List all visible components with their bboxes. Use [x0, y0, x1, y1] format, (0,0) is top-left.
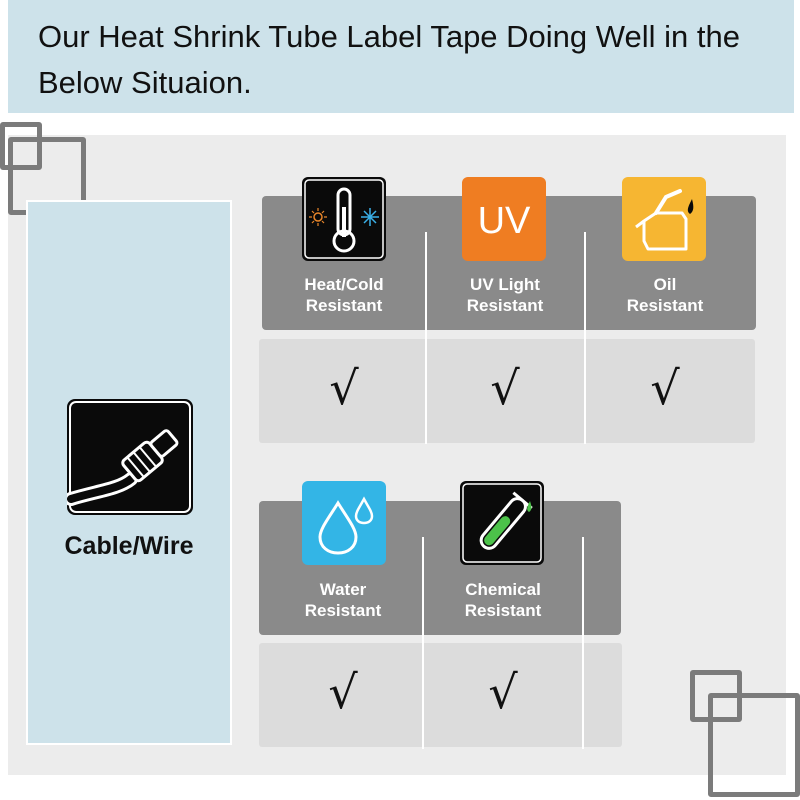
feature-label: UV Light Resistant [466, 275, 544, 315]
feature-label: Chemical Resistant [464, 580, 542, 620]
oil-can-icon [622, 177, 706, 261]
check-bar-row1 [259, 339, 755, 443]
feature-label: Oil Resistant [626, 275, 704, 315]
cable-wire-icon [67, 399, 193, 515]
check-bar-row2 [259, 643, 622, 747]
check-mark: √ [488, 665, 518, 719]
column-divider [422, 537, 424, 749]
feature-label: Water Resistant [304, 580, 382, 620]
check-mark: √ [490, 361, 520, 415]
water-drops-icon [302, 481, 386, 565]
feature-label: Heat/Cold Resistant [304, 275, 384, 315]
check-mark: √ [650, 361, 680, 415]
decorative-square [708, 693, 800, 797]
page-title: Our Heat Shrink Tube Label Tape Doing We… [38, 19, 740, 100]
uv-icon: UV [462, 177, 546, 261]
test-tube-icon [460, 481, 544, 565]
thermometer-sun-snowflake-icon [302, 177, 386, 261]
svg-text:UV: UV [478, 200, 531, 242]
column-divider [425, 232, 427, 444]
decorative-square [0, 122, 42, 170]
application-column: Cable/Wire [26, 200, 232, 745]
application-label: Cable/Wire [64, 532, 194, 560]
header-banner: Our Heat Shrink Tube Label Tape Doing We… [8, 0, 794, 113]
column-divider [582, 537, 584, 749]
check-mark: √ [329, 361, 359, 415]
column-divider [584, 232, 586, 444]
check-mark: √ [328, 665, 358, 719]
